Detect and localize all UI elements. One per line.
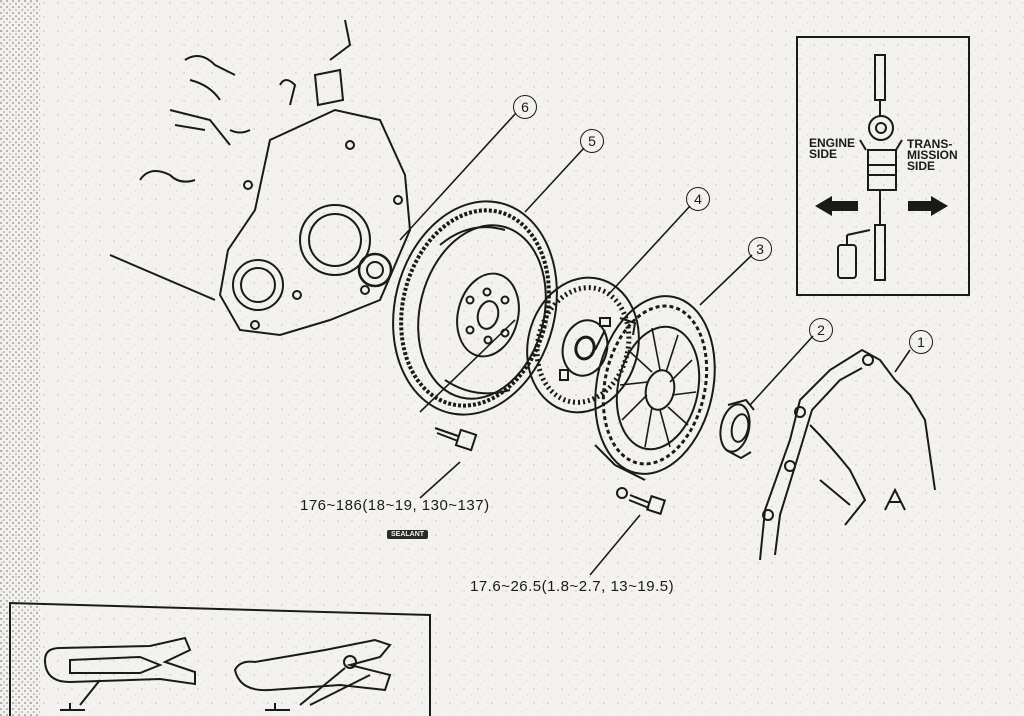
arrow-left-icon xyxy=(815,196,858,216)
flywheel-bolt-torque: 176~186(18~19, 130~137) xyxy=(300,497,490,514)
cover-bolt xyxy=(616,487,667,516)
engine-block xyxy=(109,19,412,337)
callout-1: 1 xyxy=(909,330,933,354)
release-fork-lubrication-inset xyxy=(796,36,970,296)
engine-side-label: ENGINE SIDE xyxy=(809,136,856,161)
left-edge-noise xyxy=(0,0,40,716)
transmission-housing xyxy=(759,348,936,561)
release-fork-inset xyxy=(9,601,431,716)
callout-3: 3 xyxy=(748,237,772,261)
mark-a-glyph xyxy=(884,487,906,511)
transmission-side-label: TRANS- MISSION SIDE xyxy=(907,137,958,173)
flywheel xyxy=(392,200,558,416)
callout-6: 6 xyxy=(513,95,537,119)
callout-5: 5 xyxy=(580,129,604,153)
callout-4: 4 xyxy=(686,187,710,211)
callout-2: 2 xyxy=(809,318,833,342)
arrow-right-icon xyxy=(908,196,948,216)
sealant-tube-icon: SEALANT xyxy=(387,530,429,539)
cover-bolt-torque: 17.6~26.5(1.8~2.7, 13~19.5) xyxy=(470,578,675,595)
pressure-plate xyxy=(594,295,716,481)
release-bearing xyxy=(719,398,755,460)
leader-lines xyxy=(399,112,911,576)
flywheel-bolt xyxy=(434,427,478,452)
